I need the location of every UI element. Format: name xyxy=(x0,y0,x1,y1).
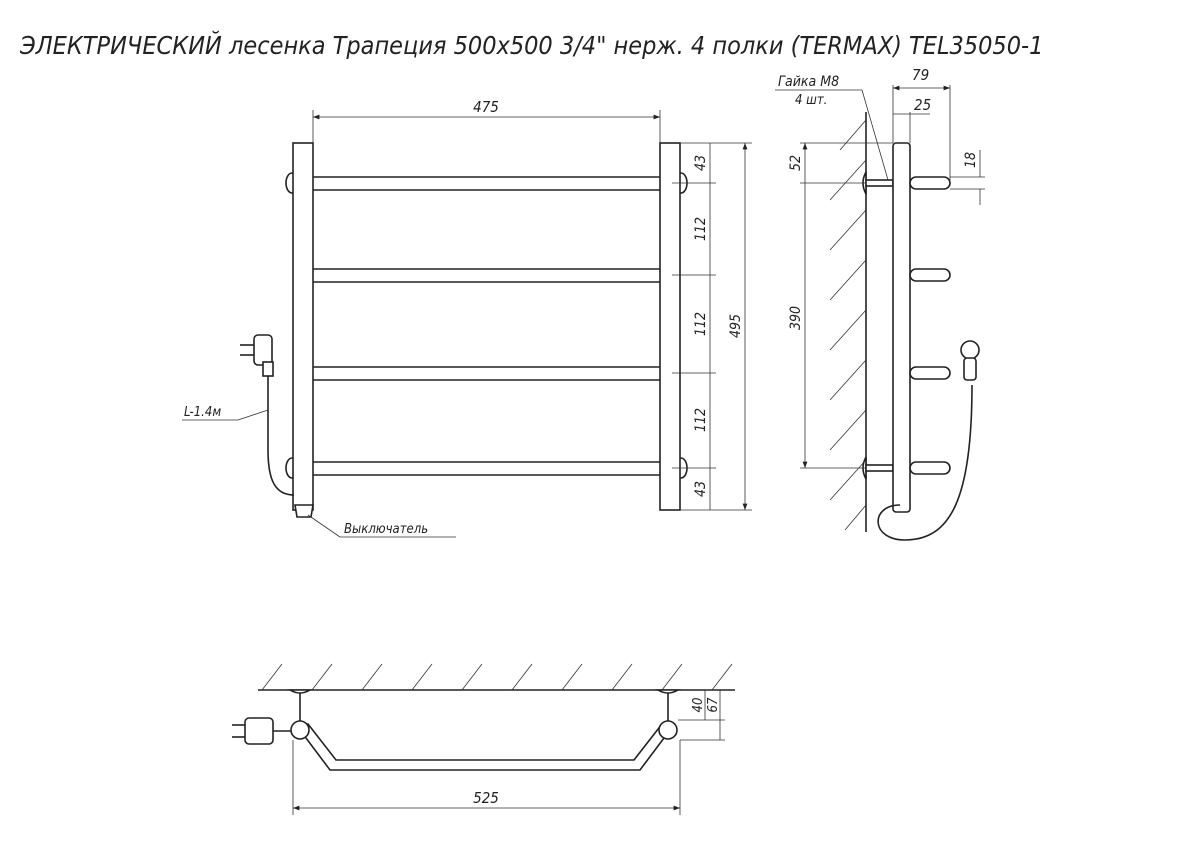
top-view: 525 40 67 xyxy=(232,663,735,815)
top-width-dim: 525 xyxy=(473,789,499,807)
dim-43-top: 43 xyxy=(693,155,709,171)
height-dim: 495 xyxy=(728,314,744,338)
dim-112-1: 112 xyxy=(693,217,709,241)
nut-quantity: 4 шт. xyxy=(795,93,827,108)
side-post xyxy=(892,142,911,513)
right-post xyxy=(659,142,681,511)
side-view: Гайка М8 4 шт. 79 25 52 390 18 xyxy=(775,66,985,541)
left-post xyxy=(292,142,314,511)
width-dim: 475 xyxy=(473,98,499,116)
dim-112-2: 112 xyxy=(693,312,709,336)
side-plug-icon xyxy=(960,340,980,381)
dim-112-3: 112 xyxy=(693,408,709,432)
top-rail xyxy=(298,722,672,771)
top-offset-dim: 52 xyxy=(788,155,804,171)
dim-43-bottom: 43 xyxy=(693,481,709,497)
front-view: 475 43 112 112 112 43 495 L-1.4м Выключа… xyxy=(182,98,752,538)
power-cable xyxy=(267,375,295,496)
side-cable xyxy=(877,384,973,541)
mount-spacing-dim: 390 xyxy=(788,306,804,330)
total-depth-dim: 67 xyxy=(706,697,721,712)
nut-label: Гайка М8 xyxy=(778,74,839,90)
post-dim: 25 xyxy=(914,96,931,114)
drawing-title: ЭЛЕКТРИЧЕСКИЙ лесенка Трапеция 500х500 3… xyxy=(19,31,1043,60)
bar-dim: 18 xyxy=(963,152,979,168)
cable-length-label: L-1.4м xyxy=(184,405,221,420)
top-plug-icon xyxy=(232,717,291,745)
wall-offset-dim: 40 xyxy=(691,698,706,713)
depth-dim: 79 xyxy=(912,66,929,84)
switch xyxy=(294,504,314,518)
plug-icon xyxy=(240,334,274,377)
rails xyxy=(299,176,673,476)
switch-label: Выключатель xyxy=(344,522,428,537)
